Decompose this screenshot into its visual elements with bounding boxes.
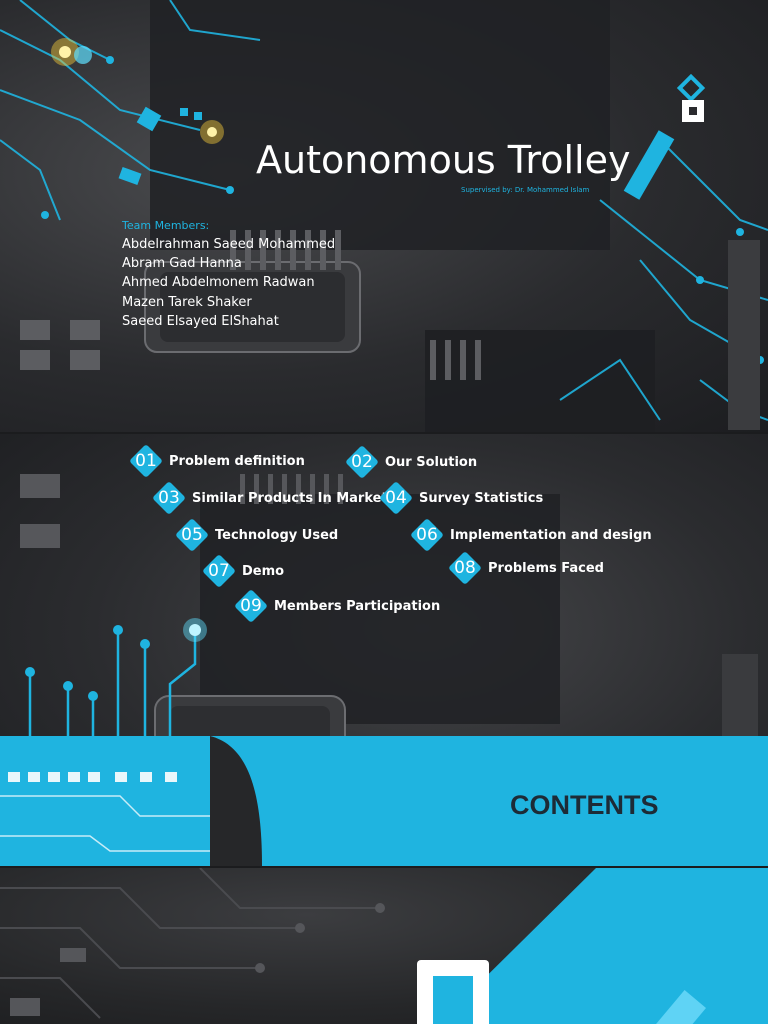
team-member: Ahmed Abdelmonem Radwan: [122, 275, 315, 291]
circuit-background: [0, 868, 768, 1024]
number-badge: 01: [129, 444, 163, 478]
toc-item-similar-products[interactable]: 03 Similar Products In Market: [152, 481, 388, 515]
toc-label: Technology Used: [215, 527, 339, 543]
team-members-label: Team Members:: [122, 219, 210, 232]
toc-item-survey-statistics[interactable]: 04 Survey Statistics: [379, 481, 543, 515]
number-badge: 04: [379, 481, 413, 515]
toc-label: Survey Statistics: [419, 490, 544, 506]
team-member: Saeed Elsayed ElShahat: [122, 313, 279, 329]
circuit-background: [0, 0, 768, 432]
toc-item-problem-definition[interactable]: 01 Problem definition: [129, 444, 305, 478]
toc-item-technology-used[interactable]: 05 Technology Used: [175, 518, 338, 552]
square-logo-icon: [417, 960, 489, 1024]
toc-label: Our Solution: [385, 454, 478, 470]
supervisor-line: Supervised by: Dr. Mohammed Islam: [461, 186, 590, 194]
number-badge: 08: [448, 551, 482, 585]
number-badge: 03: [152, 481, 186, 515]
presentation-title: Autonomous Trolley: [256, 138, 631, 182]
toc-item-members-participation[interactable]: 09 Members Participation: [234, 589, 440, 623]
number-badge: 09: [234, 589, 268, 623]
number-badge: 06: [410, 518, 444, 552]
number-badge: 02: [345, 445, 379, 479]
toc-label: Members Participation: [274, 598, 441, 614]
toc-item-demo[interactable]: 07 Demo: [202, 554, 284, 588]
contents-title: CONTENTS: [510, 790, 659, 820]
number-badge: 05: [175, 518, 209, 552]
number-badge: 07: [202, 554, 236, 588]
toc-item-our-solution[interactable]: 02 Our Solution: [345, 445, 477, 479]
toc-label: Problems Faced: [488, 560, 604, 576]
band-decoration: [0, 736, 262, 866]
title-slide: Autonomous Trolley Supervised by: Dr. Mo…: [0, 0, 768, 432]
contents-band: [0, 736, 768, 866]
team-member: Abdelrahman Saeed Mohammed: [122, 237, 336, 252]
contents-slide: CONTENTS 01 Problem definition 02 Our So…: [0, 434, 768, 866]
toc-item-problems-faced[interactable]: 08 Problems Faced: [448, 551, 604, 585]
section-slide: [0, 868, 768, 1024]
toc-label: Problem definition: [169, 453, 305, 469]
toc-label: Implementation and design: [450, 527, 652, 543]
team-members-list: Abdelrahman Saeed Mohammed Abram Gad Han…: [122, 235, 335, 331]
toc-label: Similar Products In Market: [192, 490, 388, 506]
toc-label: Demo: [242, 563, 285, 579]
toc-item-implementation-design[interactable]: 06 Implementation and design: [410, 518, 652, 552]
team-member: Mazen Tarek Shaker: [122, 294, 252, 310]
logo-icon: [676, 74, 706, 122]
team-member: Abram Gad Hanna: [122, 256, 242, 272]
